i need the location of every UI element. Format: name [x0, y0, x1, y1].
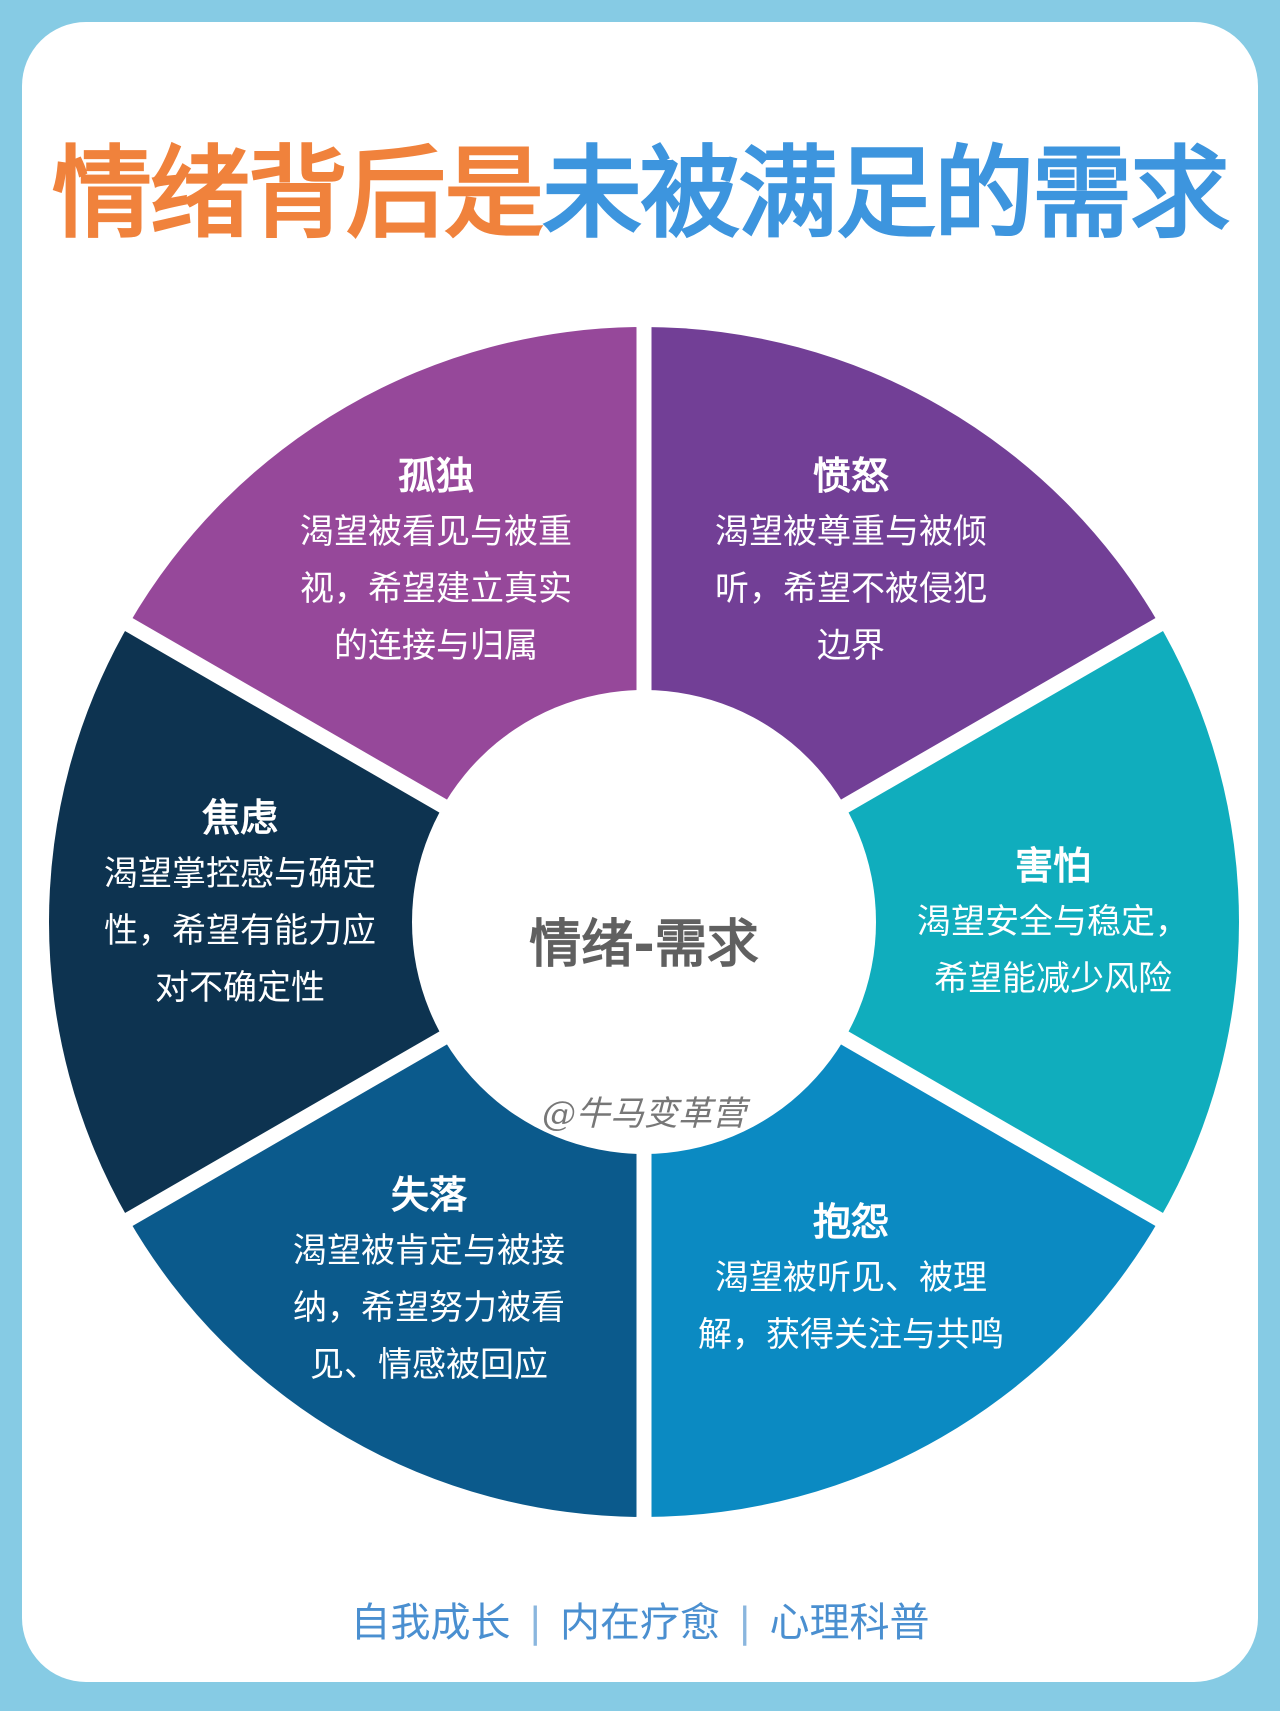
title-part-blue: 未被满足的需求: [542, 135, 1230, 252]
segment-desc: 渴望被尊重与被倾 听，希望不被侵犯 边界: [715, 512, 987, 666]
title-part-orange: 情绪背后是: [52, 135, 544, 252]
segment-loneliness: 孤独 渴望被看见与被重 视，希望建立真实 的连接与归属: [266, 448, 606, 675]
segment-complaint: 抱怨 渴望被听见、被理 解，获得关注与共鸣: [681, 1194, 1021, 1364]
wedge-fear: [644, 624, 1239, 1220]
segment-desc: 渴望被看见与被重 视，希望建立真实 的连接与归属: [300, 512, 572, 666]
segment-title: 焦虑: [201, 796, 278, 840]
segment-title: 失落: [390, 1173, 467, 1217]
footer-tags: 自我成长 | 内在疗愈 | 心理科普: [0, 1590, 1280, 1648]
author-handle: @牛马变革营: [542, 1094, 746, 1134]
segment-anger: 愤怒 渴望被尊重与被倾 听，希望不被侵犯 边界: [681, 448, 1021, 675]
segment-desc: 渴望安全与稳定， 希望能减少风险: [917, 902, 1189, 999]
divider: |: [528, 1600, 542, 1646]
segment-title: 愤怒: [812, 454, 889, 498]
footer-tag: 心理科普: [769, 1600, 930, 1646]
page-title: 情绪背后是未被满足的需求: [0, 112, 1280, 257]
footer-tag: 内在疗愈: [560, 1600, 720, 1646]
divider: |: [738, 1600, 752, 1646]
center-label: 情绪-需求: [529, 915, 759, 975]
wedge-anxiety: [48, 624, 644, 1220]
center-circle: [412, 690, 876, 1154]
segment-desc: 渴望掌控感与确定 性，希望有能力应 对不确定性: [104, 854, 376, 1008]
segment-loss: 失落 渴望被肯定与被接 纳，希望努力被看 见、情感被回应: [259, 1167, 599, 1394]
segment-desc: 渴望被听见、被理 解，获得关注与共鸣: [698, 1258, 1004, 1355]
segment-title: 孤独: [397, 454, 474, 498]
segment-title: 抱怨: [812, 1200, 889, 1244]
footer-tag: 自我成长: [350, 1600, 511, 1646]
segment-desc: 渴望被肯定与被接 纳，希望努力被看 见、情感被回应: [293, 1231, 565, 1385]
segment-fear: 害怕 渴望安全与稳定， 希望能减少风险: [883, 838, 1223, 1008]
segment-anxiety: 焦虑 渴望掌控感与确定 性，希望有能力应 对不确定性: [70, 790, 410, 1017]
segment-title: 害怕: [1014, 844, 1091, 888]
